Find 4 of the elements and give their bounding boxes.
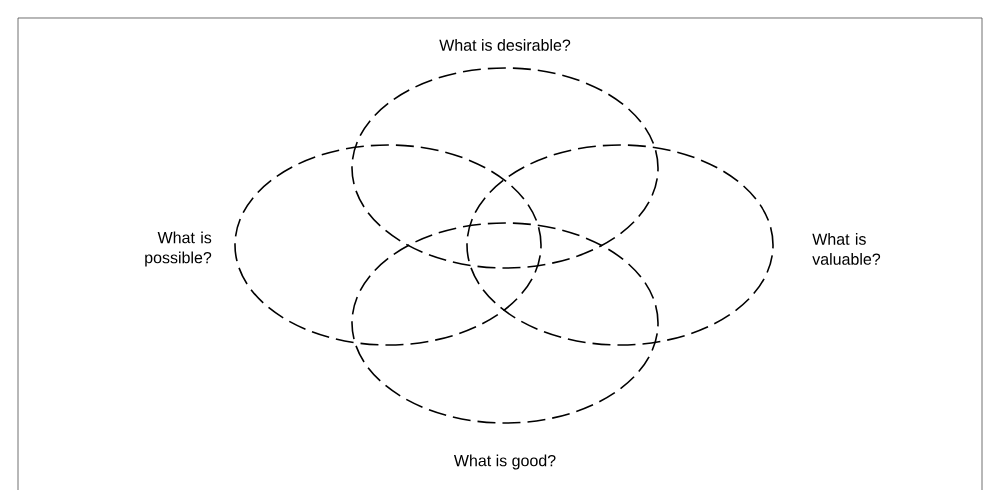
ellipse-label: What is valuable? — [812, 233, 881, 265]
ellipse-label: What is good? — [453, 454, 556, 470]
ellipse-label: What is desirable? — [439, 39, 571, 51]
ellipse-label: What is possible? — [145, 231, 212, 267]
